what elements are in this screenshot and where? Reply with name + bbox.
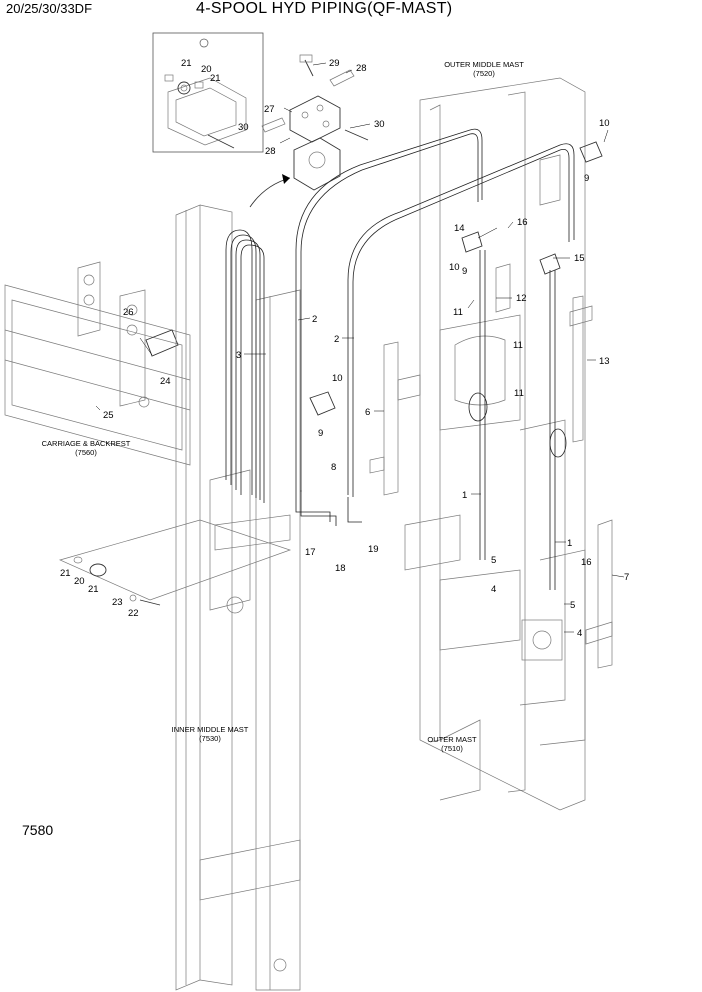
carriage-backrest-ref: (7560) bbox=[75, 448, 97, 457]
callout-label: 7 bbox=[624, 572, 629, 583]
inner-middle-mast-label: INNER MIDDLE MAST bbox=[172, 725, 249, 734]
callout-label: 21 bbox=[60, 568, 71, 579]
callout-label: 17 bbox=[305, 547, 316, 558]
callout-label: 2 bbox=[334, 334, 339, 345]
callout-label: 5 bbox=[491, 555, 496, 566]
callout-label: 20 bbox=[201, 64, 212, 75]
callout-label: 13 bbox=[599, 356, 610, 367]
outer-mast-ref: (7510) bbox=[441, 744, 463, 753]
section-labels: OUTER MIDDLE MAST (7520) CARRIAGE & BACK… bbox=[42, 60, 525, 753]
inner-middle-mast bbox=[175, 204, 301, 991]
outer-middle-mast-label: OUTER MIDDLE MAST bbox=[444, 60, 524, 69]
callout-label: 21 bbox=[181, 58, 192, 69]
callout-label: 4 bbox=[577, 628, 582, 639]
callout-label: 8 bbox=[331, 462, 336, 473]
callout-label: 29 bbox=[329, 58, 340, 69]
part-callouts: 29 28 27 30 28 21 20 21 30 10 9 14 16 15… bbox=[60, 58, 629, 639]
callout-label: 27 bbox=[264, 104, 275, 115]
diagram-title: 4-SPOOL HYD PIPING(QF-MAST) bbox=[196, 0, 453, 17]
callout-label: 21 bbox=[210, 73, 221, 84]
model-code: 20/25/30/33DF bbox=[6, 1, 93, 16]
leader-lines bbox=[95, 62, 625, 633]
outer-middle-mast-ref: (7520) bbox=[473, 69, 495, 78]
callout-label: 16 bbox=[581, 557, 592, 568]
callout-label: 24 bbox=[160, 376, 171, 387]
callout-label: 11 bbox=[513, 340, 523, 351]
callout-label: 20 bbox=[74, 576, 85, 587]
callout-label: 1 bbox=[462, 490, 467, 501]
clamp-plates bbox=[309, 141, 613, 669]
callout-label: 12 bbox=[516, 293, 527, 304]
callout-label: 9 bbox=[584, 173, 589, 184]
outer-mast bbox=[404, 77, 586, 811]
callout-label: 11 bbox=[453, 307, 463, 318]
inset-detail-box bbox=[152, 32, 264, 153]
callout-label: 28 bbox=[265, 146, 276, 157]
callout-label: 4 bbox=[491, 584, 496, 595]
callout-label: 10 bbox=[449, 262, 460, 273]
callout-label: 19 bbox=[368, 544, 379, 555]
outer-mast-label: OUTER MAST bbox=[427, 735, 477, 744]
callout-label: 9 bbox=[318, 428, 323, 439]
callout-label: 23 bbox=[112, 597, 123, 608]
callout-label: 14 bbox=[454, 223, 465, 234]
callout-label: 22 bbox=[128, 608, 139, 619]
callout-label: 30 bbox=[238, 122, 249, 133]
callout-label: 16 bbox=[517, 217, 528, 228]
callout-label: 28 bbox=[356, 63, 367, 74]
carriage-backrest bbox=[4, 261, 191, 466]
callout-label: 9 bbox=[462, 266, 467, 277]
callout-label: 25 bbox=[103, 410, 114, 421]
carriage-backrest-label: CARRIAGE & BACKREST bbox=[42, 439, 131, 448]
callout-label: 2 bbox=[312, 314, 317, 325]
callout-label: 1 bbox=[567, 538, 572, 549]
callout-label: 5 bbox=[570, 600, 575, 611]
page-number: 7580 bbox=[22, 822, 54, 838]
bracket-assembly bbox=[249, 54, 369, 208]
callout-label: 11 bbox=[514, 388, 524, 399]
callout-label: 10 bbox=[332, 373, 343, 384]
lower-left-detail bbox=[58, 519, 292, 606]
callout-label: 6 bbox=[365, 407, 370, 418]
callout-label: 18 bbox=[335, 563, 346, 574]
hose-routing bbox=[225, 128, 575, 590]
callout-label: 10 bbox=[599, 118, 610, 129]
callout-label: 3 bbox=[236, 350, 241, 361]
callout-label: 15 bbox=[574, 253, 585, 264]
callout-label: 21 bbox=[88, 584, 99, 595]
inner-middle-mast-ref: (7530) bbox=[199, 734, 221, 743]
callout-label: 30 bbox=[374, 119, 385, 130]
callout-label: 26 bbox=[123, 307, 134, 318]
